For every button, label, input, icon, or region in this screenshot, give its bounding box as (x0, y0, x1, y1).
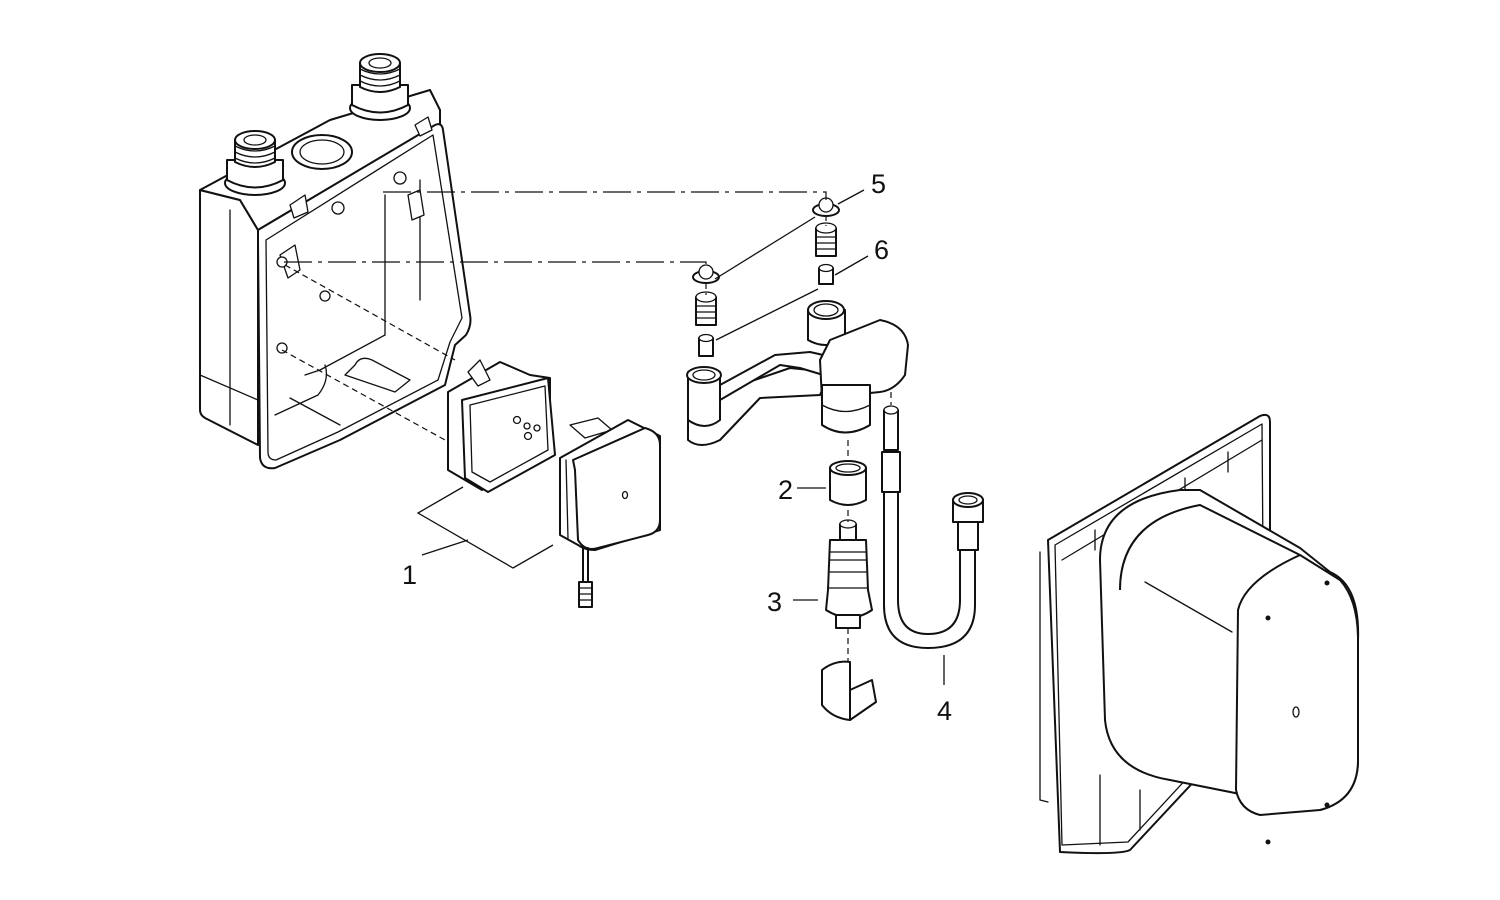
callout-4: 4 (937, 696, 952, 726)
retaining-clip (821, 660, 877, 721)
callout-1: 1 (402, 560, 417, 590)
callout-2: 2 (778, 475, 793, 505)
cover-assembly (1039, 413, 1360, 855)
callout-3: 3 (767, 587, 782, 617)
adapter-nut (829, 460, 867, 506)
strainer-set-right (812, 197, 840, 285)
strainer-set-left (692, 264, 720, 357)
right-inlet-fitting (349, 53, 411, 121)
cartridge (825, 519, 873, 629)
mixing-elbow (686, 300, 909, 446)
sensor-module (559, 417, 661, 608)
alignment-lines (281, 191, 892, 662)
mounting-box (199, 53, 472, 470)
electronics-housing (447, 359, 556, 493)
callout-5: 5 (871, 169, 886, 199)
left-inlet-fitting (224, 130, 286, 196)
callout-leaders (416, 189, 945, 685)
flexible-hose (881, 405, 984, 649)
callout-6: 6 (874, 235, 889, 265)
